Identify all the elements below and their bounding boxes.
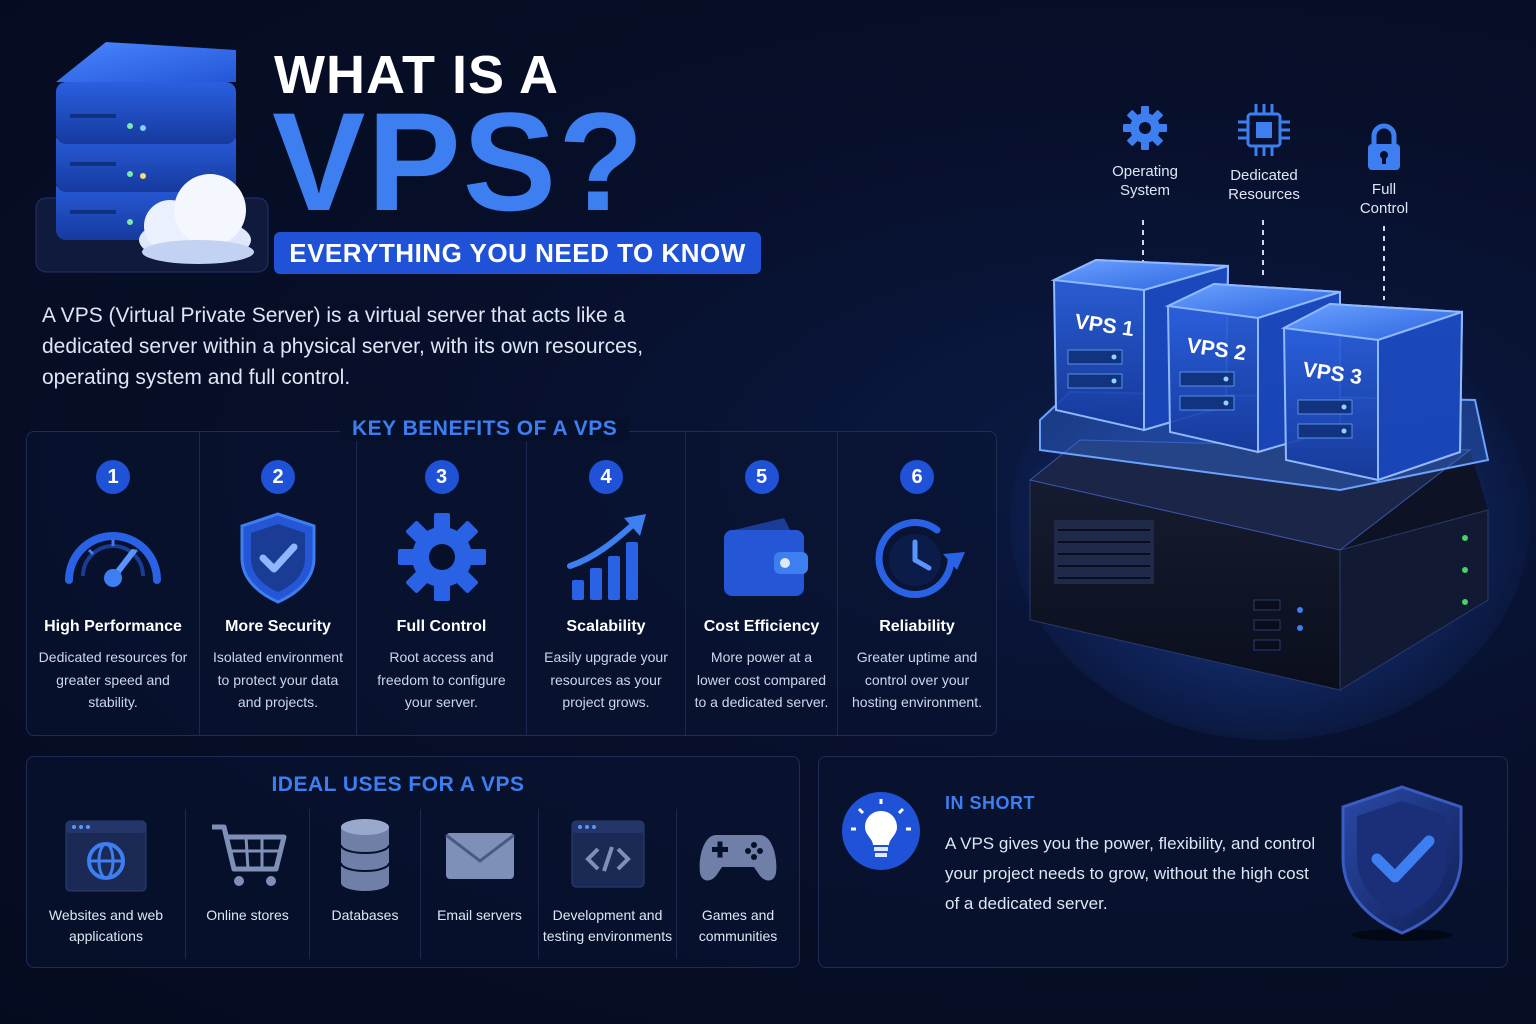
use-websites: Websites and web applications xyxy=(27,809,185,959)
benefit-title: Cost Efficiency xyxy=(703,618,820,635)
benefits-panel: 1 High Performance Dedicated resources f… xyxy=(26,417,997,736)
benefits-list: 1 High Performance Dedicated resources f… xyxy=(27,432,996,735)
cpu-chip-icon xyxy=(1238,104,1290,156)
benefit-number: 6 xyxy=(900,460,934,494)
use-email-servers: Email servers xyxy=(420,809,538,959)
use-label: Websites and web applications xyxy=(48,907,164,944)
benefit-description: Isolated environment to protect your dat… xyxy=(213,649,343,710)
gamepad-icon xyxy=(699,835,777,881)
benefit-title: Scalability xyxy=(566,618,646,635)
use-databases: Databases xyxy=(309,809,420,959)
in-short-panel: IN SHORT A VPS gives you the power, flex… xyxy=(818,756,1508,968)
benefit-scalability: 4 Scalability Easily upgrade your resour… xyxy=(526,432,685,735)
use-label: Online stores xyxy=(206,907,289,923)
globe-window-icon xyxy=(65,820,147,892)
growth-chart-icon xyxy=(567,514,646,600)
code-window-icon xyxy=(571,820,644,888)
padlock-icon xyxy=(1368,123,1400,170)
feature-label: Dedicated Resources xyxy=(1228,167,1300,203)
feature-dedicated-resources: Dedicated Resources xyxy=(1218,100,1310,204)
benefit-title: Reliability xyxy=(879,618,955,635)
benefit-description: Greater uptime and control over your hos… xyxy=(852,649,982,710)
use-label: Development and testing environments xyxy=(542,907,673,944)
database-icon xyxy=(340,819,390,891)
title-line-1: WHAT IS A xyxy=(274,45,559,105)
benefit-description: Easily upgrade your resources as your pr… xyxy=(544,649,668,710)
use-label: Databases xyxy=(331,907,399,923)
feature-label: Operating System xyxy=(1112,163,1178,199)
benefit-description: More power at a lower cost compared to a… xyxy=(694,649,829,710)
benefit-number: 2 xyxy=(261,460,295,494)
gear-icon xyxy=(1123,106,1167,150)
use-label: Games and communities xyxy=(698,907,778,944)
uses-panel: IDEAL USES FOR A VPS Websites and web ap… xyxy=(26,756,800,968)
in-short-heading: IN SHORT xyxy=(945,793,1036,813)
in-short-text: A VPS gives you the power, flexibility, … xyxy=(945,834,1316,913)
use-games: Games and communities xyxy=(676,809,799,959)
benefit-reliability: 6 Reliability Greater uptime and control… xyxy=(837,432,996,735)
envelope-icon xyxy=(444,833,515,879)
speedometer-icon xyxy=(65,532,161,587)
feature-label: Full Control xyxy=(1359,181,1409,217)
benefits-heading: KEY BENEFITS OF A VPS xyxy=(340,417,630,441)
uses-list: Websites and web applications Online sto… xyxy=(27,809,799,959)
use-label: Email servers xyxy=(437,907,522,923)
gear-icon xyxy=(397,513,486,601)
benefit-number: 1 xyxy=(96,460,130,494)
benefit-full-control: 3 Full Control Root access and freedom t… xyxy=(356,432,526,735)
server-cloud-icon xyxy=(35,42,269,273)
shopping-cart-icon xyxy=(211,824,286,886)
subtitle-badge: EVERYTHING YOU NEED TO KNOW xyxy=(274,232,761,274)
benefit-number: 3 xyxy=(424,460,459,494)
shield-check-icon xyxy=(1341,785,1463,941)
page-title: VPS? xyxy=(272,83,646,240)
wallet-icon xyxy=(723,518,808,596)
uses-heading: IDEAL USES FOR A VPS xyxy=(271,773,525,796)
benefit-more-security: 2 More Security Isolated environment to … xyxy=(199,432,356,735)
feature-full-control: Full Control xyxy=(1350,120,1418,218)
intro-text: A VPS (Virtual Private Server) is a virt… xyxy=(42,304,644,389)
benefit-title: Full Control xyxy=(396,618,487,635)
benefit-title: More Security xyxy=(225,618,331,635)
use-dev-testing: Development and testing environments xyxy=(538,809,676,959)
feature-operating-system: Operating System xyxy=(1100,100,1190,200)
lightbulb-icon xyxy=(842,792,920,870)
benefit-description: Dedicated resources for greater speed an… xyxy=(38,649,188,710)
shield-check-icon xyxy=(240,512,316,604)
benefit-number: 5 xyxy=(744,460,779,494)
vps-server-illustration: VPS 1 VPS 2 VPS 3 xyxy=(1010,220,1530,740)
benefit-high-performance: 1 High Performance Dedicated resources f… xyxy=(27,432,199,735)
clock-icon xyxy=(875,519,965,599)
benefit-title: High Performance xyxy=(44,618,182,635)
benefit-description: Root access and freedom to configure you… xyxy=(377,649,506,710)
benefit-number: 4 xyxy=(589,460,623,494)
use-online-stores: Online stores xyxy=(185,809,309,959)
benefit-cost-efficiency: 5 Cost Efficiency More power at a lower … xyxy=(685,432,837,735)
